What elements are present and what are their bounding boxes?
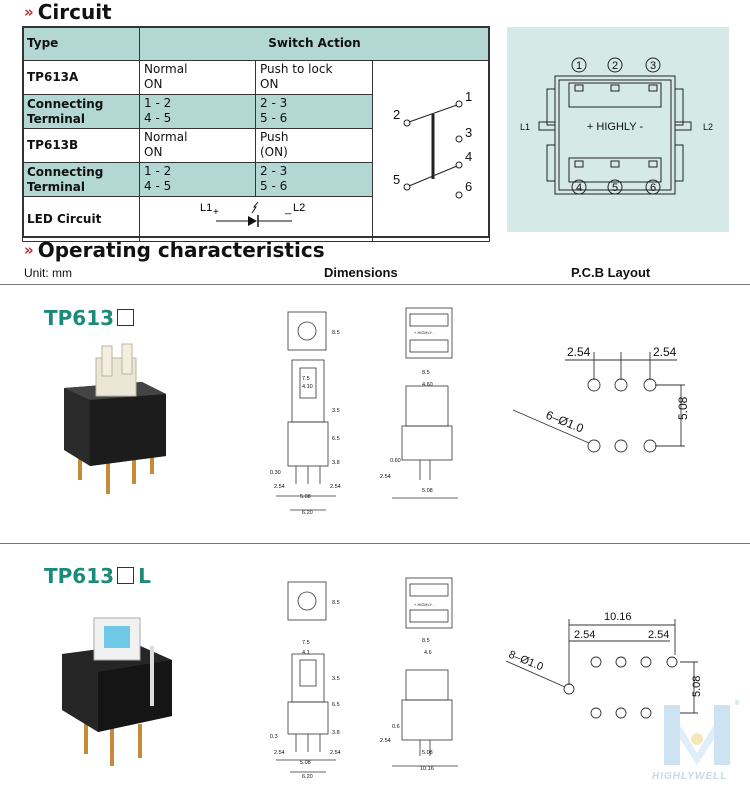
svg-text:6.5: 6.5 — [332, 702, 340, 708]
svg-text:5.08: 5.08 — [422, 488, 433, 494]
pin-3: 3 — [650, 60, 656, 72]
circuit-heading: »Circuit — [24, 0, 112, 24]
svg-text:0.6: 0.6 — [392, 724, 400, 730]
led-circuit-symbol: L1 + _ L2 — [139, 196, 373, 242]
pcb-layout-heading: P.C.B Layout — [571, 265, 651, 280]
pin-5: 5 — [612, 182, 618, 194]
row-tp613b-col2: Push(ON) — [255, 128, 373, 163]
led-minus: _ — [284, 203, 292, 215]
svg-text:2.54: 2.54 — [567, 345, 591, 359]
pin-6: 6 — [650, 182, 656, 194]
svg-text:6.5: 6.5 — [332, 436, 340, 442]
svg-text:8.5: 8.5 — [422, 638, 430, 644]
terminal-2: 2 — [393, 107, 400, 122]
svg-text:10.16: 10.16 — [420, 766, 434, 772]
switch-top-view: 1 2 3 4 5 6 + HIGHLY - L1 L2 — [507, 27, 729, 232]
terminal-4: 4 — [465, 149, 472, 164]
row-tp613a-label: TP613A — [22, 60, 140, 95]
svg-text:5.08: 5.08 — [422, 750, 433, 756]
svg-text:4.1: 4.1 — [302, 650, 310, 656]
svg-text:4.60: 4.60 — [422, 382, 433, 388]
svg-text:2.54: 2.54 — [380, 474, 391, 480]
tp613-photo — [64, 343, 166, 494]
pin-4: 4 — [576, 182, 582, 194]
svg-text:2.54: 2.54 — [330, 750, 341, 756]
svg-text:8.5: 8.5 — [332, 600, 340, 606]
svg-text:2.54: 2.54 — [648, 629, 669, 641]
svg-text:7.5: 7.5 — [302, 376, 310, 382]
svg-text:2.54: 2.54 — [274, 484, 285, 490]
terminal-5: 5 — [393, 172, 400, 187]
svg-text:3.8: 3.8 — [332, 460, 340, 466]
watermark-text: HIGHLYWELL — [652, 771, 728, 782]
svg-text:10.16: 10.16 — [604, 611, 632, 623]
tp613l-photo — [62, 617, 172, 766]
terminal-3: 3 — [465, 125, 472, 140]
highlywell-logo: ® HIGHLYWELL — [650, 695, 745, 789]
svg-text:0.60: 0.60 — [390, 458, 401, 464]
unit-label: Unit: mm — [24, 266, 72, 280]
tp613l-dimensions: 8.5 7.5 4.1 3.5 6.5 3.8 0.3 2.54 5.08 2.… — [270, 577, 458, 780]
svg-text:3.5: 3.5 — [332, 408, 340, 414]
tp613-dimensions: 8.5 7.5 4.10 3.5 6.5 3.8 0.30 2.54 5.08 … — [270, 307, 458, 516]
row-led-label: LED Circuit — [22, 196, 140, 242]
svg-text:4.6: 4.6 — [424, 650, 432, 656]
svg-text:6.20: 6.20 — [302, 510, 313, 516]
svg-text:0.3: 0.3 — [270, 734, 278, 740]
svg-text:8.5: 8.5 — [332, 330, 340, 336]
svg-text:2.54: 2.54 — [380, 738, 391, 744]
row-tp613b-label: TP613B — [22, 128, 140, 163]
topview-l2: L2 — [703, 122, 713, 132]
terminal-6: 6 — [465, 179, 472, 194]
pin-2: 2 — [612, 60, 618, 72]
svg-text:+ HIGHLY -: + HIGHLY - — [414, 602, 435, 607]
switch-schematic: 1 2 3 4 5 6 — [372, 60, 490, 242]
topview-l1: L1 — [520, 122, 530, 132]
model-tp613: TP613 — [44, 306, 135, 330]
led-l2: L2 — [293, 202, 305, 214]
led-l1: L1 — [200, 202, 212, 214]
svg-text:2.54: 2.54 — [274, 750, 285, 756]
svg-text:7.5: 7.5 — [302, 640, 310, 646]
svg-text:5.08: 5.08 — [300, 760, 311, 766]
svg-text:0.30: 0.30 — [270, 470, 281, 476]
svg-text:3.5: 3.5 — [332, 676, 340, 682]
svg-text:3.8: 3.8 — [332, 730, 340, 736]
svg-text:2.54: 2.54 — [330, 484, 341, 490]
terminal-1: 1 — [465, 89, 472, 104]
operating-heading: »Operating characteristics — [24, 238, 325, 262]
svg-text:5.08: 5.08 — [676, 396, 690, 420]
svg-text:4.10: 4.10 — [302, 384, 313, 390]
divider-top — [0, 284, 750, 285]
led-plus: + — [213, 207, 219, 218]
tp613l-pcb-layout: 10.16 2.54 2.54 5.08 8–Ø1.0 — [505, 611, 703, 719]
tp613-pcb-layout: 2.54 2.54 5.08 6–Ø1.0 — [512, 345, 690, 453]
pin-1: 1 — [576, 60, 582, 72]
svg-text:®: ® — [735, 700, 740, 707]
svg-text:2.54: 2.54 — [574, 629, 595, 641]
svg-text:8.5: 8.5 — [422, 370, 430, 376]
svg-text:2.54: 2.54 — [653, 345, 677, 359]
svg-text:6.20: 6.20 — [302, 774, 313, 780]
header-switch-action: Switch Action — [139, 26, 490, 61]
svg-text:6–Ø1.0: 6–Ø1.0 — [544, 408, 586, 436]
svg-text:+ HIGHLY -: + HIGHLY - — [414, 330, 435, 335]
divider-middle — [0, 543, 750, 544]
topview-text: + HIGHLY - — [587, 121, 643, 133]
header-type: Type — [22, 26, 140, 61]
svg-text:5.08: 5.08 — [691, 676, 703, 697]
svg-text:5.08: 5.08 — [300, 494, 311, 500]
dimensions-heading: Dimensions — [324, 265, 398, 280]
